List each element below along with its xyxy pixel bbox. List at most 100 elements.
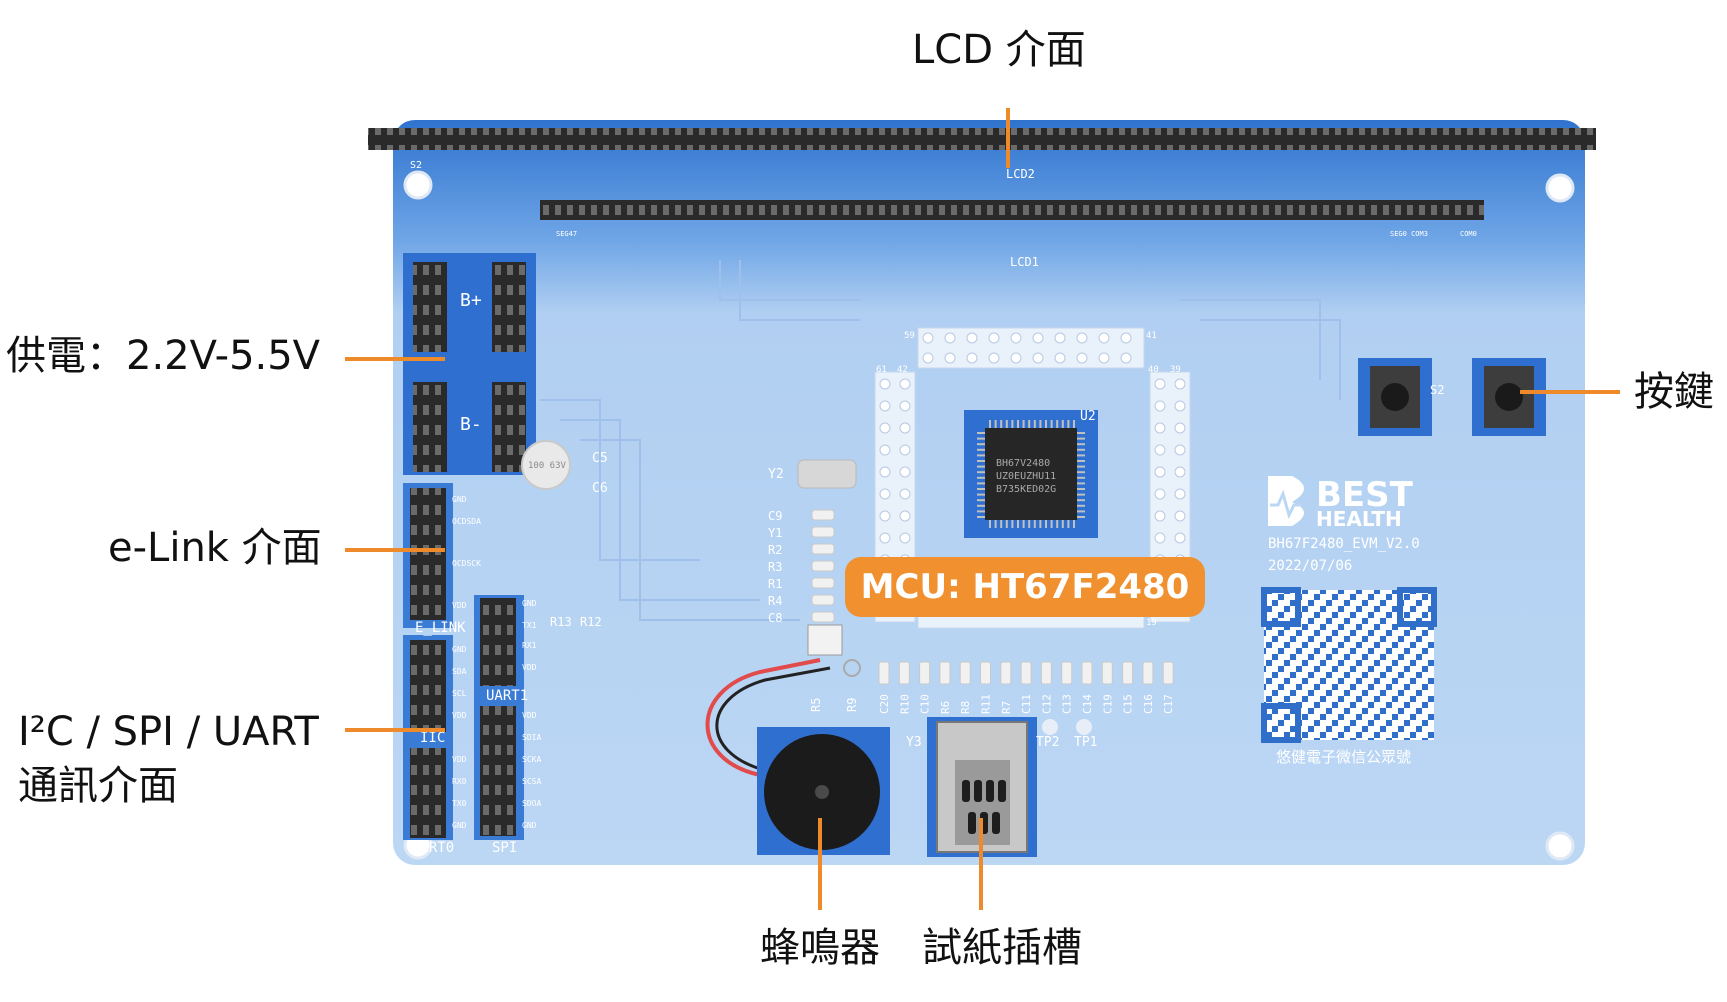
diode	[843, 659, 861, 677]
smd-component	[878, 661, 890, 685]
chip-lead	[1067, 420, 1070, 428]
chip-lead	[1077, 476, 1085, 479]
u2-silk: U2	[1080, 409, 1096, 424]
brand-line-2: HEALTH	[1316, 507, 1402, 531]
smd-component	[811, 611, 835, 623]
mount-hole	[1545, 831, 1575, 861]
chip-lead	[1045, 420, 1047, 428]
chip-lead	[977, 448, 985, 451]
chip-lead	[977, 516, 985, 518]
socket-pin	[1010, 352, 1022, 364]
chip-lead	[1045, 520, 1047, 528]
svg-text:UART0: UART0	[412, 840, 454, 856]
component-silk: R8	[959, 701, 972, 714]
chip-lead	[1050, 520, 1053, 528]
chip-lead	[1056, 520, 1059, 528]
push-button-s2-cap	[1381, 383, 1409, 411]
buzzer-wire-black	[715, 666, 831, 772]
svg-text:VDD: VDD	[522, 663, 537, 672]
socket-pin	[1032, 352, 1044, 364]
chip-lead	[1039, 520, 1042, 528]
svg-text:GND: GND	[522, 821, 537, 830]
callout-strip-slot: 試紙插槽	[922, 925, 1082, 971]
chip-lead	[1017, 520, 1019, 528]
socket-pin	[879, 466, 891, 478]
s2-top-silk: S2	[410, 160, 422, 171]
chip-marking-3: B735KED02G	[996, 484, 1056, 495]
chip-lead	[1028, 520, 1031, 528]
jumper	[807, 624, 843, 656]
left-connector-area: B+ B-	[403, 253, 536, 840]
socket-pin	[899, 466, 911, 478]
socket-pin	[1120, 352, 1132, 364]
svg-text:SCKA: SCKA	[522, 755, 541, 764]
chip-lead	[977, 432, 985, 434]
socket-pin	[1174, 532, 1186, 544]
component-silk: C13	[1061, 694, 1074, 714]
chip-lead	[989, 520, 991, 528]
chip-lead	[1077, 471, 1085, 474]
chip-lead	[1067, 520, 1070, 528]
socket-pin	[1098, 352, 1110, 364]
svg-text:TX1: TX1	[522, 621, 537, 630]
socket-pin	[1154, 422, 1166, 434]
chip-lead	[1061, 420, 1064, 428]
buzzer-hole	[815, 785, 829, 799]
socket-pin	[1174, 466, 1186, 478]
chip-lead	[1077, 454, 1085, 457]
pin61-silk: 61	[876, 365, 887, 375]
r12-silk: R12	[580, 615, 602, 629]
component-silk: R2	[768, 543, 782, 557]
socket-pin	[1154, 488, 1166, 500]
chip-lead	[1050, 420, 1053, 428]
chip-lead	[977, 488, 985, 490]
socket-pin	[1154, 378, 1166, 390]
pin40-silk: 40	[1148, 365, 1159, 375]
smd-component	[939, 661, 951, 685]
chip-lead	[1056, 420, 1059, 428]
wechat-qr-code	[1264, 590, 1434, 740]
component-silk: C15	[1122, 694, 1135, 714]
socket-pin	[1120, 332, 1132, 344]
socket-pin	[879, 444, 891, 456]
electrolytic-capacitor	[521, 440, 571, 490]
wechat-caption: 悠健電子微信公眾號	[1276, 748, 1411, 766]
lcd1-header	[540, 200, 1484, 220]
socket-pin	[899, 532, 911, 544]
callout-keys: 按鍵	[1634, 369, 1714, 415]
chip-lead	[1028, 420, 1031, 428]
socket-pin	[1054, 352, 1066, 364]
chip-lead	[977, 454, 985, 457]
leader-comm	[345, 728, 445, 732]
callout-buzzer: 蜂鳴器	[760, 925, 880, 971]
tp2-pad	[1042, 719, 1058, 735]
component-silk: R6	[939, 701, 952, 714]
left-connector-silk: GND OCDSDA OCDSCK VDD E_LINK GND TX1 RX1…	[412, 495, 541, 856]
chip-lead	[994, 520, 997, 528]
svg-text:GND: GND	[452, 645, 467, 654]
component-silk: R11	[980, 694, 993, 714]
svg-text:SPI: SPI	[492, 840, 517, 856]
smd-component	[811, 577, 835, 589]
tp1-silk: TP1	[1074, 735, 1097, 750]
r9-silk: R9	[845, 698, 859, 712]
chip-lead	[989, 420, 991, 428]
c5-silk: C5	[592, 451, 608, 466]
component-silk: R4	[768, 594, 782, 608]
component-silk: C20	[878, 694, 891, 714]
socket-pin	[1154, 510, 1166, 522]
smd-component	[898, 661, 910, 685]
bminus-header	[492, 382, 526, 472]
tp1-pad	[1076, 719, 1092, 735]
chip-lead	[1077, 460, 1085, 462]
smd-component	[959, 661, 971, 685]
mount-hole	[1545, 173, 1575, 203]
chip-lead	[977, 499, 985, 502]
pin41-silk: 41	[1146, 331, 1157, 341]
component-silk: C12	[1040, 694, 1053, 714]
strip-contacts	[962, 780, 1006, 834]
chip-lead	[994, 420, 997, 428]
